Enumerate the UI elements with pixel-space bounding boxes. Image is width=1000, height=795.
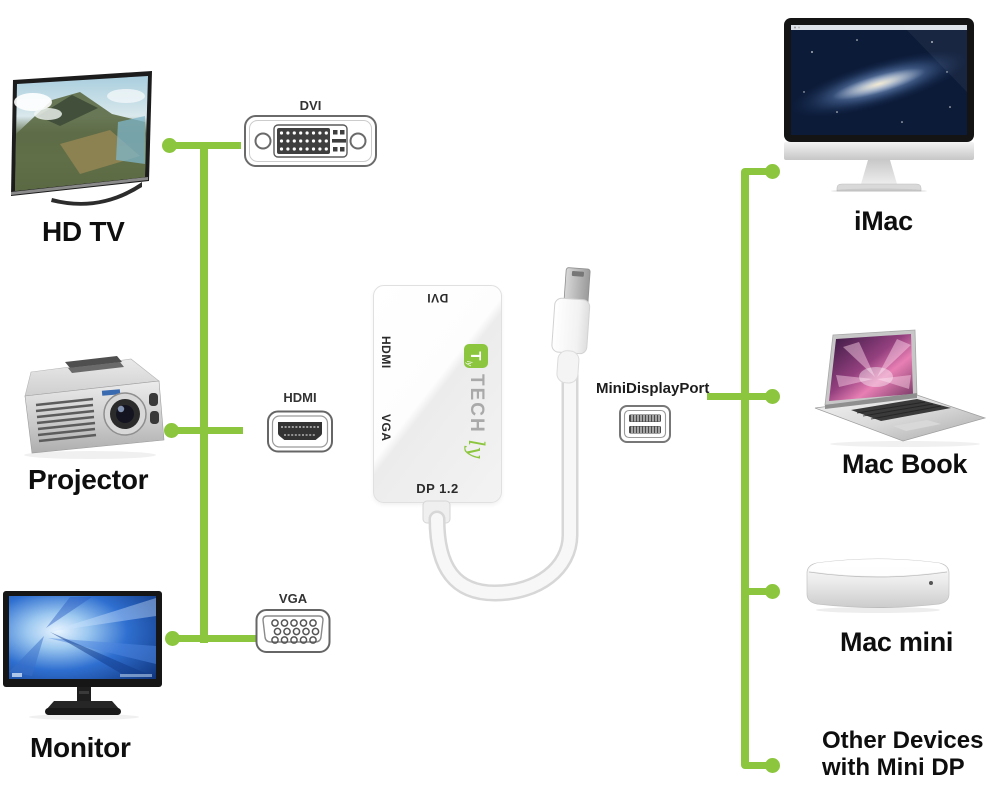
adapter-hdmi-port-label: HDMI [379, 336, 393, 369]
macbook-image [805, 325, 990, 450]
projector-branch-line [171, 427, 243, 434]
other-devices-label: Other Devices with Mini DP [822, 727, 983, 781]
hdtv-connection-dot [162, 138, 177, 153]
vga-port-icon [254, 606, 332, 656]
hdmi-port-icon [266, 409, 334, 454]
macbook-label: Mac Book [842, 449, 968, 479]
adapter-cable-image [390, 255, 640, 610]
dvi-port-icon [243, 113, 378, 169]
adapter-body: DVI HDMI VGA DP 1.2 [373, 285, 502, 503]
projector-connection-dot [164, 423, 179, 438]
imac-label: iMac [854, 206, 913, 236]
minidp-label: MiniDisplayPort [596, 380, 710, 397]
projector-label: Projector [28, 464, 149, 495]
macmini-image [803, 556, 953, 616]
imac-image [782, 12, 978, 192]
hdtv-branch-line [169, 142, 241, 149]
adapter-vga-port-label: VGA [379, 414, 393, 442]
adapter-dp-port-label: DP 1.2 [416, 481, 459, 496]
other-devices-line2: with Mini DP [822, 754, 965, 781]
imac-connection-dot [765, 164, 780, 179]
monitor-label: Monitor [30, 732, 131, 763]
monitor-image [0, 588, 170, 720]
dvi-connector-label: DVI [299, 98, 322, 113]
macbook-branch-line [707, 393, 771, 400]
macbook-connection-dot [765, 389, 780, 404]
monitor-connection-dot [165, 631, 180, 646]
other-devices-line1: Other Devices [822, 727, 984, 754]
other-devices-connection-dot [765, 758, 780, 773]
projector-image [5, 352, 170, 460]
left-tree-vertical-line [200, 142, 208, 643]
macmini-branch-line [745, 588, 771, 595]
hdtv-image [0, 64, 170, 216]
imac-branch-line [745, 168, 771, 175]
hdtv-label: HD TV [42, 216, 125, 247]
other-devices-branch-line [745, 762, 771, 769]
hdmi-connector-label: HDMI [283, 390, 317, 405]
macmini-connection-dot [765, 584, 780, 599]
macmini-label: Mac mini [840, 627, 954, 657]
minidp-port-icon [618, 404, 672, 444]
vga-connector-label: VGA [278, 591, 308, 606]
right-tree-vertical-line [741, 168, 749, 769]
monitor-branch-line [172, 635, 258, 642]
